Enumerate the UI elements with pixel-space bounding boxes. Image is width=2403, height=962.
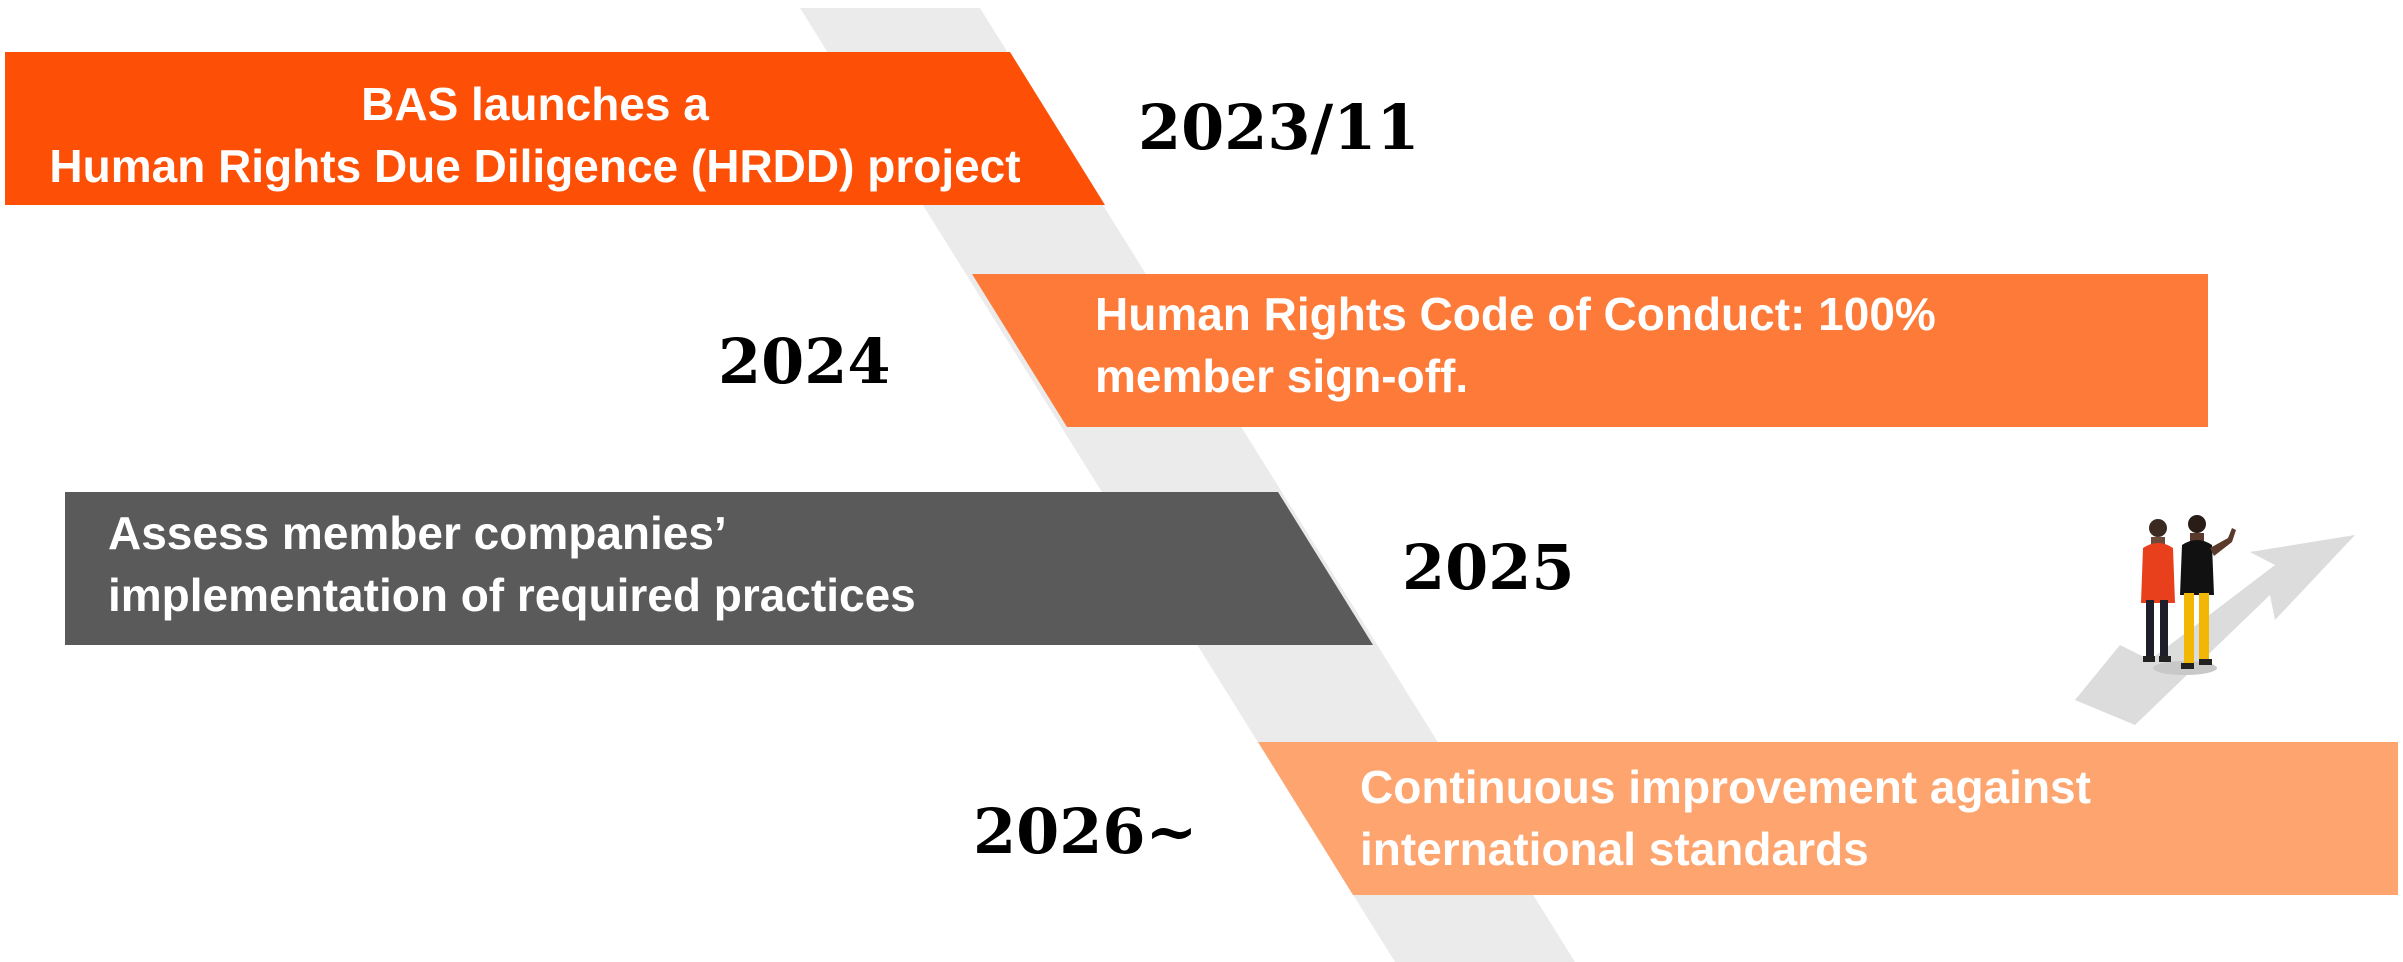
milestone-4-year: 2026~: [973, 795, 1198, 868]
forward-arrow-icon: [2075, 535, 2355, 725]
milestone-4-line-1: Continuous improvement against: [1360, 761, 2091, 813]
milestone-3-text: Assess member companies’ implementation …: [108, 502, 916, 626]
milestone-3-line-2: implementation of required practices: [108, 569, 916, 621]
milestone-2-line-2: member sign-off.: [1095, 350, 1469, 402]
milestone-2-text: Human Rights Code of Conduct: 100% membe…: [1095, 283, 1936, 407]
milestone-4-line-2: international standards: [1360, 823, 1869, 875]
milestone-band-1: [5, 52, 1105, 205]
milestone-band-3: [65, 492, 1373, 645]
milestone-1-line-2: Human Rights Due Diligence (HRDD) projec…: [49, 140, 1021, 192]
milestone-2-year: 2024: [718, 325, 891, 398]
timeline-path: [800, 8, 1575, 962]
milestone-1-line-1: BAS launches a: [361, 78, 709, 130]
person-pointing-icon: [2180, 515, 2236, 669]
person-red-shirt-icon: [2141, 519, 2175, 662]
milestone-band-4: [1258, 742, 2398, 895]
milestone-3-line-1: Assess member companies’: [108, 507, 727, 559]
milestone-1-text: BAS launches a Human Rights Due Diligenc…: [20, 73, 1050, 197]
milestone-3-year: 2025: [1402, 531, 1575, 604]
milestone-2-line-1: Human Rights Code of Conduct: 100%: [1095, 288, 1936, 340]
milestone-4-text: Continuous improvement against internati…: [1360, 756, 2091, 880]
milestone-1-year: 2023/11: [1138, 91, 1420, 164]
milestone-band-2: [972, 274, 2208, 427]
people-looking-forward-arrow-icon: [2075, 515, 2355, 725]
